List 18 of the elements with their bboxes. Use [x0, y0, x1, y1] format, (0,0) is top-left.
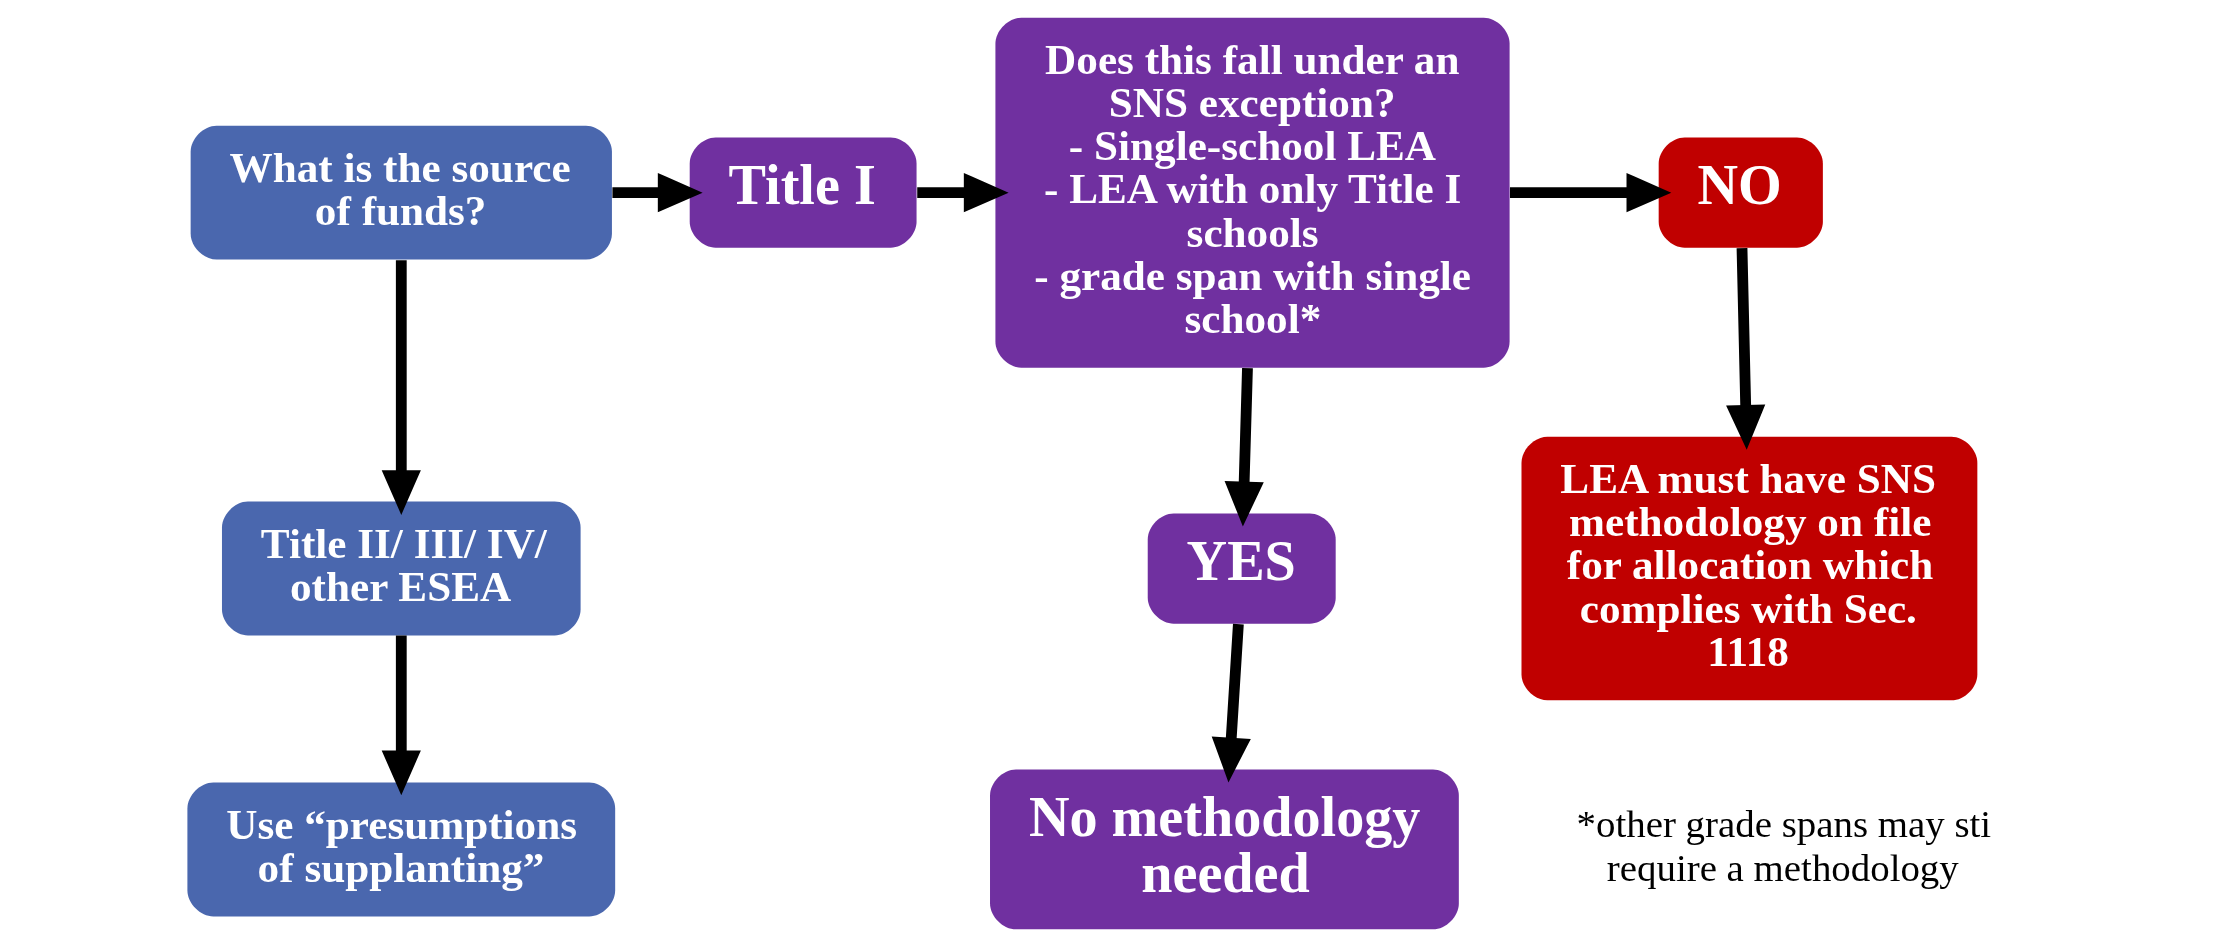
arrow — [612, 172, 703, 212]
arrow — [1510, 172, 1672, 212]
arrow — [917, 172, 1009, 212]
arrow — [1211, 623, 1251, 782]
arrow — [381, 259, 421, 515]
node-box: No methodology needed — [990, 769, 1459, 929]
node-box: Does this fall under an SNS exception? - Single-school LEA - LEA with only Title I schools - grade span with single school* — [995, 17, 1510, 368]
node-box: Title I — [689, 137, 917, 248]
arrow — [381, 635, 421, 795]
node-box: NO — [1658, 137, 1823, 248]
node-box: Title II/ III/ IV/ other ESEA — [221, 501, 581, 636]
arrow — [1224, 367, 1264, 526]
node-box: What is the source of funds? — [190, 125, 612, 260]
node-box: Use “presumptions of supplanting” — [187, 781, 616, 916]
arrow — [1726, 247, 1766, 450]
label: *other grade spans may sti require a methodology — [1576, 801, 1992, 889]
node-box: LEA must have SNS methodology on file for allocation which complies with Sec. 1118 — [1521, 436, 1978, 700]
node-box: YES — [1147, 512, 1336, 624]
